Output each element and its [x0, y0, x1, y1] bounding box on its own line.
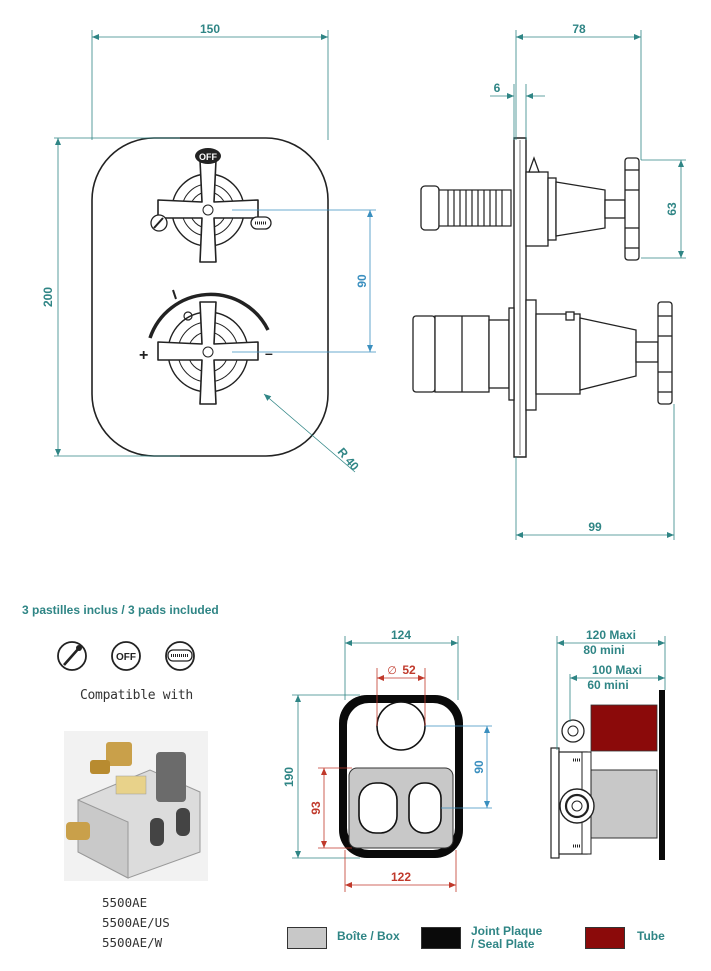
- dim-depth-min-1: 80 mini: [583, 643, 624, 657]
- dim-side-depth-top: 78: [572, 22, 586, 36]
- off-icon: OFF: [111, 641, 141, 671]
- hand-shower-icon: [57, 641, 87, 671]
- box-front-view: 124 ∅ 52 190 93 90 122: [282, 628, 492, 892]
- dim-box-inner-height: 93: [309, 801, 323, 815]
- dim-depth-max-2: 100 Maxi: [592, 663, 642, 677]
- front-plate: [91, 137, 329, 457]
- dim-hole-diameter-symbol: ∅: [387, 665, 397, 677]
- dim-front-height: 200: [41, 287, 55, 307]
- dim-corner-radius: R 40: [335, 445, 362, 474]
- dim-depth-max-1: 120 Maxi: [586, 628, 636, 642]
- minus-label: –: [265, 345, 273, 361]
- product-reference-list: 5500AE 5500AE/US 5500AE/W: [102, 893, 170, 953]
- svg-text:OFF: OFF: [199, 152, 217, 162]
- dim-hole-diameter: 52: [402, 663, 416, 677]
- legend-label-seal: Joint Plaque / Seal Plate: [471, 924, 543, 951]
- rain-shower-icon: [165, 641, 195, 671]
- hand-shower-mini-icon: [150, 214, 168, 232]
- dim-front-width: 150: [200, 22, 220, 36]
- dim-handle-height: 63: [665, 202, 679, 216]
- svg-text:OFF: OFF: [116, 652, 136, 663]
- thermostat-knob: [148, 289, 270, 405]
- dim-axis-spacing: 90: [355, 274, 369, 288]
- plus-label: +: [139, 347, 148, 364]
- product-ref: 5500AE: [102, 895, 148, 910]
- dim-side-depth-total: 99: [588, 520, 602, 534]
- side-view: 78 6 63 99: [412, 22, 686, 540]
- product-ref: 5500AE/W: [102, 935, 163, 950]
- compatible-with-label: Compatible with: [80, 688, 193, 703]
- legend-swatch-tube: [585, 927, 625, 949]
- dim-box-height: 190: [282, 767, 296, 787]
- rain-shower-mini-icon: [250, 216, 272, 230]
- dim-box-axis-spacing: 90: [472, 760, 486, 774]
- dim-plate-thickness: 6: [494, 81, 501, 95]
- dim-box-inner-width: 122: [391, 870, 411, 884]
- legend-label-box: Boîte / Box: [337, 929, 400, 943]
- off-badge: OFF: [195, 148, 221, 164]
- front-view: OFF + – 150: [41, 22, 376, 474]
- legend-label-tube: Tube: [637, 929, 665, 943]
- dim-depth-min-2: 60 mini: [587, 678, 628, 692]
- legend-swatch-box: [287, 927, 327, 949]
- box-side-view: 120 Maxi 80 mini 100 Maxi 60 mini: [550, 628, 666, 860]
- pad-icons: OFF: [57, 641, 195, 671]
- pads-included-title: 3 pastilles inclus / 3 pads included: [22, 603, 219, 617]
- valve-box-photo: [64, 731, 208, 881]
- product-ref: 5500AE/US: [102, 915, 170, 930]
- legend-swatch-seal: [421, 927, 461, 949]
- dim-box-width: 124: [391, 628, 411, 642]
